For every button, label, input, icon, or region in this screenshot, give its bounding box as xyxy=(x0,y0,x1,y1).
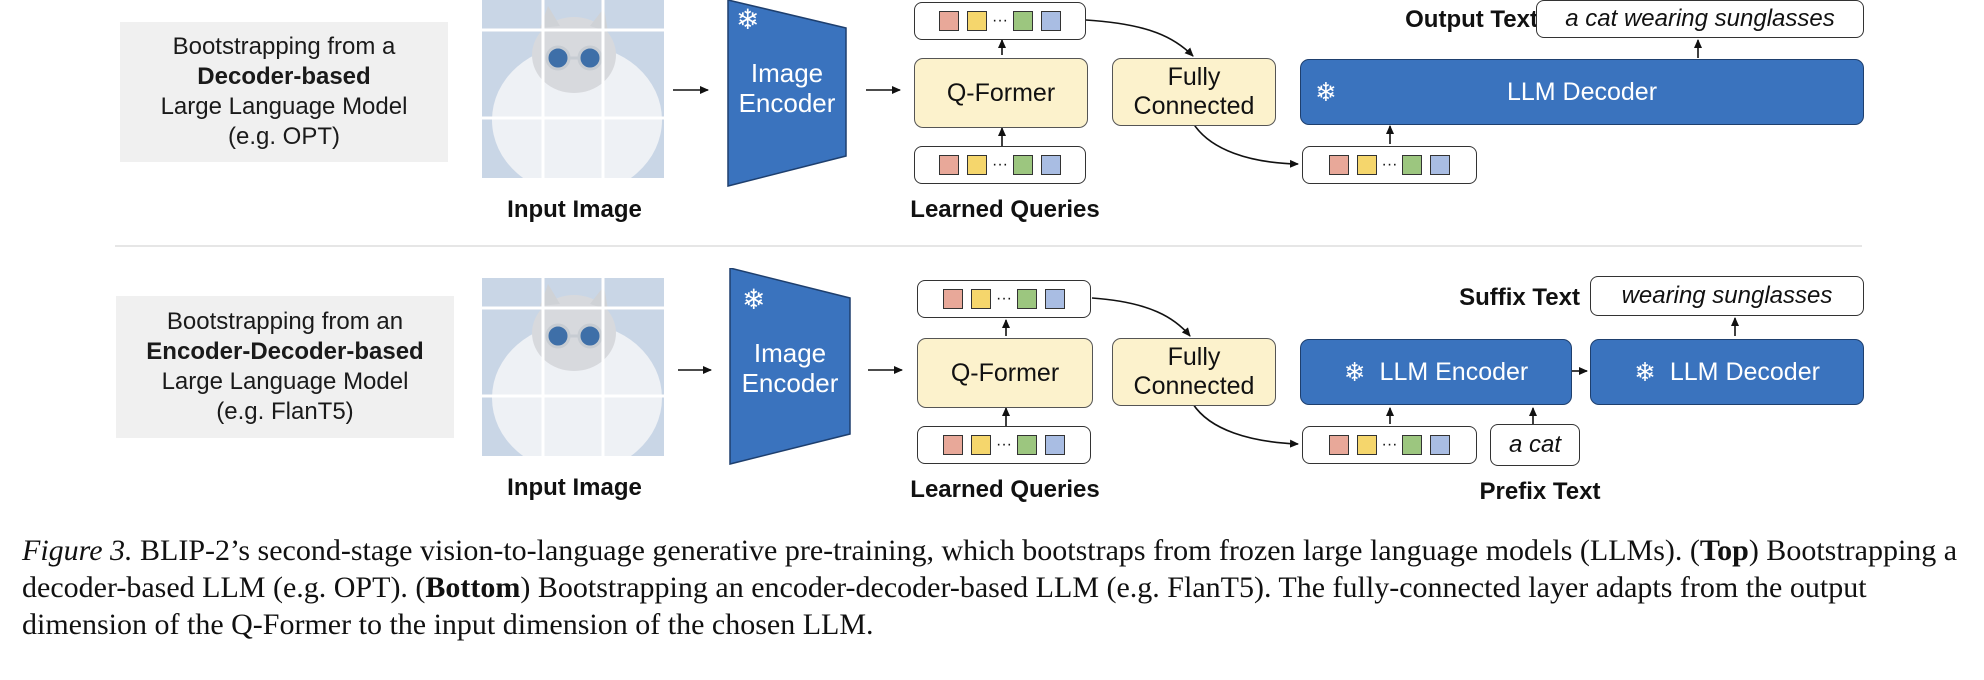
bottom-llm-encoder-label: LLM Encoder xyxy=(1379,357,1529,386)
top-output-text-box: a cat wearing sunglasses xyxy=(1536,0,1864,38)
caption-part3: ) Bootstrapping an encoder-decoder-based… xyxy=(22,571,1867,641)
bottom-llm-encoder-snowflake-icon: ❄ xyxy=(1343,356,1366,387)
token-red xyxy=(939,11,959,31)
token-red xyxy=(943,435,963,455)
bottom-llm-encoder-block: ❄ LLM Encoder xyxy=(1300,339,1572,405)
bottom-description-line1: Bootstrapping from an xyxy=(166,308,404,335)
token-red xyxy=(1328,435,1349,455)
token-ellipsis: ··· xyxy=(996,290,1012,307)
bottom-description-line3: Large Language Model xyxy=(161,368,409,395)
token-blue xyxy=(1430,155,1451,175)
bottom-suffix-text-label: Suffix Text xyxy=(1459,284,1580,311)
token-blue xyxy=(1040,11,1061,31)
token-red xyxy=(943,289,963,309)
top-image-encoder-shape xyxy=(727,0,847,187)
token-green xyxy=(1402,435,1423,455)
top-llm-decoder-label: LLM Decoder xyxy=(1506,77,1658,106)
top-input-image-label: Input Image xyxy=(507,196,642,223)
top-description-line4: (e.g. OPT) xyxy=(227,123,341,150)
token-blue xyxy=(1040,155,1061,175)
top-description-line3: Large Language Model xyxy=(160,93,408,120)
figure-caption: Figure 3. BLIP-2’s second-stage vision-t… xyxy=(22,532,1972,643)
token-yellow xyxy=(967,155,987,175)
token-ellipsis: ··· xyxy=(992,12,1008,29)
bottom-image-encoder-label: Image Encoder xyxy=(741,338,839,398)
bottom-fully-connected-block: Fully Connected xyxy=(1112,338,1276,406)
token-green xyxy=(1016,435,1037,455)
bottom-prefix-text-label: Prefix Text xyxy=(1479,478,1601,505)
caption-part2: ) Bootstrapping a decoder-based LLM (e.g… xyxy=(22,534,1958,604)
bottom-prefix-text-box: a cat xyxy=(1490,424,1580,466)
token-blue xyxy=(1044,435,1065,455)
bottom-input-image-label: Input Image xyxy=(507,474,642,501)
bottom-suffix-text-box: wearing sunglasses xyxy=(1590,276,1864,316)
token-green xyxy=(1016,289,1037,309)
bottom-description-box: Bootstrapping from an Encoder-Decoder-ba… xyxy=(116,296,454,438)
top-fully-connected-block: Fully Connected xyxy=(1112,58,1276,126)
token-ellipsis: ··· xyxy=(1381,156,1398,173)
token-yellow xyxy=(967,11,987,31)
caption-top-bold: Top xyxy=(1699,534,1749,567)
token-ellipsis: ··· xyxy=(992,156,1008,173)
token-blue xyxy=(1044,289,1065,309)
token-yellow xyxy=(1356,435,1377,455)
caption-bottom-bold: Bottom xyxy=(425,571,521,604)
bottom-description-line4: (e.g. FlanT5) xyxy=(216,398,354,425)
bottom-projected-tokens: ··· xyxy=(1302,426,1477,464)
token-yellow xyxy=(971,435,991,455)
top-description-line1: Bootstrapping from a xyxy=(172,33,396,60)
token-ellipsis: ··· xyxy=(1381,436,1398,453)
top-learned-queries-label: Learned Queries xyxy=(910,196,1100,223)
bottom-qformer-output-tokens: ··· xyxy=(917,280,1091,318)
caption-part1: BLIP-2’s second-stage vision-to-language… xyxy=(132,534,1700,567)
bottom-llm-decoder-block: ❄ LLM Decoder xyxy=(1590,339,1864,405)
bottom-image-encoder-shape xyxy=(729,268,851,465)
top-llm-decoder-block: ❄ LLM Decoder xyxy=(1300,59,1864,125)
bottom-encoder-snowflake-icon: ❄ xyxy=(742,284,766,315)
bottom-learned-query-tokens: ··· xyxy=(917,426,1091,464)
bottom-llm-decoder-label: LLM Decoder xyxy=(1669,357,1820,386)
token-red xyxy=(1328,155,1349,175)
top-description-box: Bootstrapping from a Decoder-based Large… xyxy=(120,22,448,162)
token-red xyxy=(939,155,959,175)
top-projected-tokens: ··· xyxy=(1302,146,1477,184)
top-image-encoder-label: Image Encoder xyxy=(738,58,836,118)
token-green xyxy=(1012,155,1033,175)
bottom-learned-queries-label: Learned Queries xyxy=(910,476,1100,503)
bottom-description-bold: Encoder-Decoder-based xyxy=(146,338,424,365)
top-learned-query-tokens: ··· xyxy=(914,146,1086,184)
top-description-bold: Decoder-based xyxy=(197,63,371,90)
bottom-llm-decoder-snowflake-icon: ❄ xyxy=(1634,356,1656,387)
top-qformer-output-tokens: ··· xyxy=(914,2,1086,40)
token-green xyxy=(1402,155,1423,175)
top-encoder-snowflake-icon: ❄ xyxy=(736,4,760,35)
token-yellow xyxy=(971,289,991,309)
token-yellow xyxy=(1356,155,1377,175)
token-ellipsis: ··· xyxy=(996,436,1012,453)
bottom-qformer-block: Q-Former xyxy=(917,338,1093,408)
bottom-input-image xyxy=(482,278,664,456)
top-output-text-label: Output Text xyxy=(1405,6,1538,33)
top-qformer-block: Q-Former xyxy=(914,58,1088,128)
top-input-image xyxy=(482,0,664,178)
token-green xyxy=(1012,11,1033,31)
top-llm-decoder-snowflake-icon: ❄ xyxy=(1315,76,1337,107)
figure-label: Figure 3. xyxy=(22,534,133,567)
token-blue xyxy=(1430,435,1451,455)
